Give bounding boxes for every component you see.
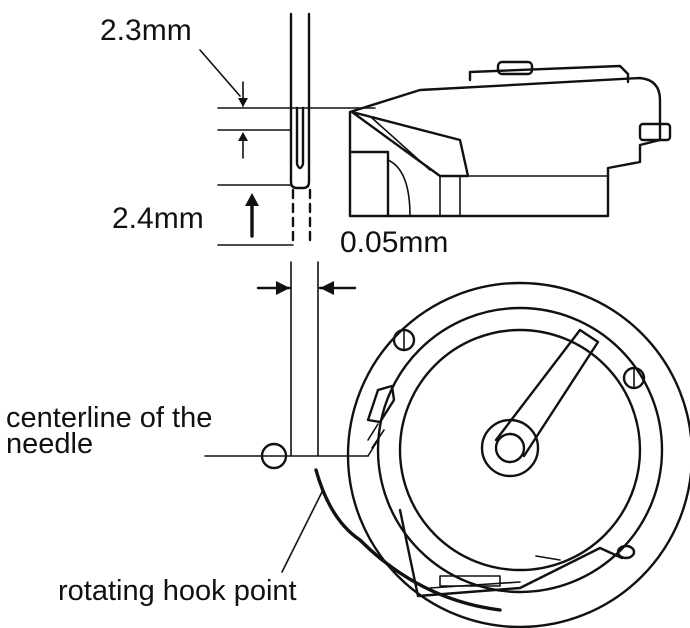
arrow-23-down-head (238, 98, 248, 107)
base-step-left (348, 150, 390, 218)
dimension-marks (199, 49, 376, 246)
hook-point-curve (314, 468, 502, 612)
hook-inner-ring (376, 306, 664, 594)
leader-23 (199, 49, 241, 97)
hook-body-outline (348, 76, 662, 218)
bobbin-center-inner (494, 432, 526, 464)
cap-top (468, 64, 630, 84)
needle-eye (295, 106, 305, 170)
lower-plate-detail (429, 555, 561, 589)
side-tab (638, 122, 672, 142)
gap-arrow-left-head (276, 281, 290, 295)
leader-hook-point (281, 491, 323, 573)
hook-blade-shade (371, 117, 431, 171)
label-0-05mm: 0.05mm (340, 226, 448, 259)
arrow-23-up-head (238, 132, 248, 141)
hook-point-blade (350, 110, 470, 178)
needle-shaft-upper (289, 12, 311, 190)
gap-marks (256, 261, 357, 456)
hook-outer-ring (346, 281, 690, 628)
lower-slot (439, 575, 501, 587)
bobbin-case (398, 328, 642, 572)
needle-lower-dashed (291, 188, 312, 246)
label-2-3mm: 2.3mm (100, 14, 192, 47)
arrow-24-up-head (245, 193, 259, 206)
lower-plate (398, 508, 624, 598)
label-hook-point: rotating hook point (58, 575, 297, 607)
hook-side-view (348, 60, 672, 218)
needle-cross-section (260, 442, 288, 470)
gap-arrow-right-head (320, 281, 334, 295)
centerline-tick (367, 439, 379, 457)
left-bracket (366, 384, 396, 424)
base-curve (387, 159, 411, 217)
base-grooves (439, 175, 461, 217)
label-centerline-2: needle (6, 428, 93, 460)
rotary-hook-front (314, 281, 690, 628)
label-centerline-1: centerline of the (6, 402, 212, 434)
latch-arm (494, 328, 600, 458)
needle-side-view (289, 12, 312, 246)
label-2-4mm: 2.4mm (112, 202, 204, 235)
lower-pin (616, 544, 636, 560)
cap-latch (496, 60, 534, 76)
centerline-marks (204, 439, 379, 573)
